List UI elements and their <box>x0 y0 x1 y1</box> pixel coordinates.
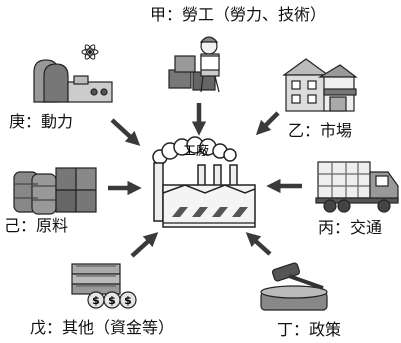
factory-label: 工廠 <box>183 143 209 159</box>
power-plant-icon <box>33 44 113 103</box>
arrow-wu <box>130 232 159 258</box>
worker-icon <box>168 36 220 93</box>
factor-label-geng: 庚：動力 <box>9 112 74 131</box>
raw-materials-icon <box>13 167 97 215</box>
factor-label-bing: 丙：交通 <box>318 218 383 237</box>
truck-icon <box>315 161 399 213</box>
coin-symbol: $ <box>92 294 100 307</box>
coin-symbol: $ <box>108 294 116 307</box>
factor-label-jia: 甲：勞工（勞力、技術） <box>150 5 327 24</box>
arrow-yi <box>255 111 280 136</box>
factor-label-ji: 己：原料 <box>4 216 69 235</box>
gavel-icon <box>260 262 328 311</box>
market-shop-icon <box>282 58 358 112</box>
arrow-ding <box>245 232 272 256</box>
arrow-geng <box>110 118 141 146</box>
factor-label-yi: 乙：市場 <box>288 121 353 140</box>
money-icon: $ $ $ <box>71 263 137 309</box>
factor-label-wu: 戊：其他（資金等） <box>30 318 175 337</box>
factory-illustration: 工廠 <box>152 136 256 228</box>
factor-label-ding: 丁：政策 <box>277 320 342 339</box>
coin-symbol: $ <box>124 294 132 307</box>
